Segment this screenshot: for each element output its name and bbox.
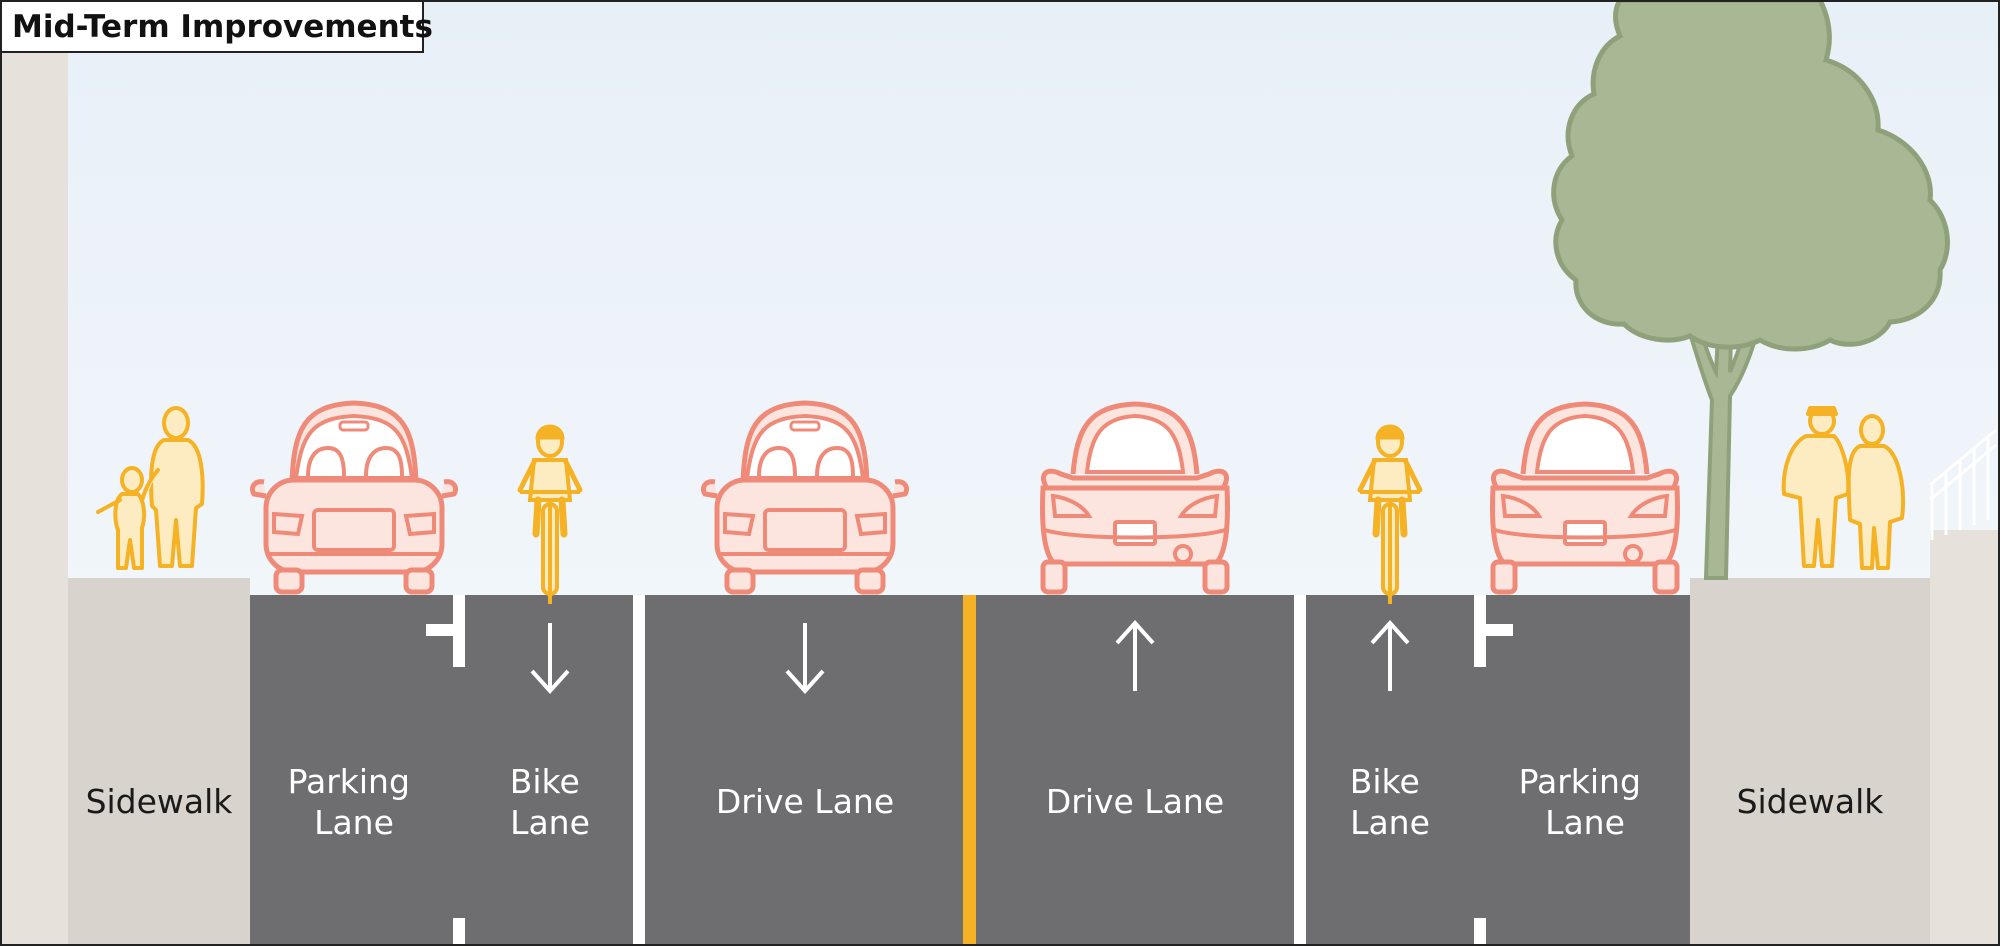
tree-icon xyxy=(1551,0,1950,580)
lane-label-bike-right: Bike Lane xyxy=(1350,762,1431,842)
page-title: Mid-Term Improvements xyxy=(12,9,433,45)
lane-label-drive-right: Drive Lane xyxy=(1046,782,1224,821)
lane-label-drive-left: Drive Lane xyxy=(716,782,894,821)
lane-label-sidewalk-left: Sidewalk xyxy=(86,782,234,821)
title-box xyxy=(0,0,424,53)
adult-and-child-walking-icon xyxy=(96,406,205,570)
sidewalk-right-surface xyxy=(1690,578,1930,946)
building-left xyxy=(0,0,68,946)
bike-lane-line-left xyxy=(633,595,645,946)
stair-railing-icon xyxy=(1929,428,1997,540)
sidewalk-left-surface xyxy=(68,578,250,946)
lane-label-parking-left: Parking Lane xyxy=(288,762,421,842)
bike-buffer-tick-right xyxy=(1483,624,1513,636)
bike-buffer-line-left-lower xyxy=(453,918,465,946)
lane-label-bike-left: Bike Lane xyxy=(510,762,591,842)
bike-buffer-line-right-upper xyxy=(1474,595,1486,667)
yellow-centerline xyxy=(963,595,976,946)
bike-buffer-line-right-lower xyxy=(1474,918,1486,946)
two-pedestrians-icon xyxy=(1781,406,1906,570)
bike-lane-line-right xyxy=(1294,595,1306,946)
lane-label-parking-right: Parking Lane xyxy=(1519,762,1652,842)
bike-buffer-tick-left xyxy=(426,624,456,636)
building-right xyxy=(1930,530,2000,946)
lane-label-sidewalk-right: Sidewalk xyxy=(1737,782,1885,821)
bike-buffer-line-left-upper xyxy=(453,595,465,667)
